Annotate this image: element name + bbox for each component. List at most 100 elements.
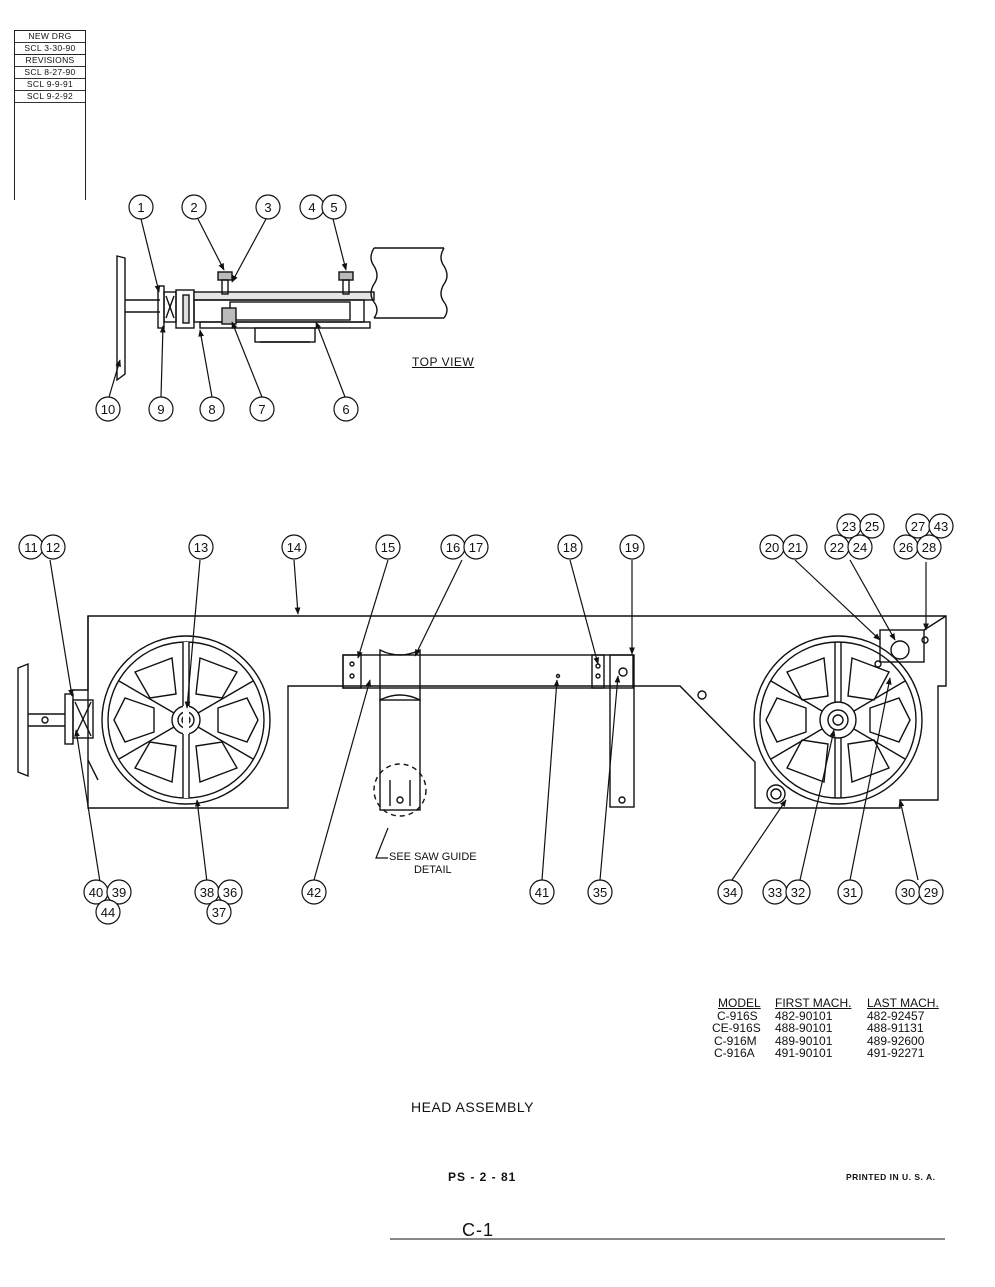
callout-9: 9 [148,396,174,422]
callout-7: 7 [249,396,275,422]
callout-32: 32 [785,879,811,905]
revision-entry: SCL 8-27-90 [15,66,85,78]
callout-23: 23 [836,513,862,539]
top-view-callouts: 1 2 3 4 5 10 9 8 7 6 [95,194,359,422]
callout-22: 22 [824,534,850,560]
callout-3: 3 [255,194,281,220]
main-view-leaders [49,559,929,883]
new-drg-heading: NEW DRG [15,30,85,42]
table-cell: 491-90101 [775,1046,833,1060]
top-view-label: TOP VIEW [412,355,475,369]
svg-text:17: 17 [469,540,483,555]
callout-38: 38 [194,879,220,905]
revisions-heading: REVISIONS [15,54,85,66]
svg-text:11: 11 [24,540,38,555]
callout-29: 29 [918,879,944,905]
svg-text:3: 3 [264,200,271,215]
svg-text:42: 42 [307,885,321,900]
svg-text:41: 41 [535,885,549,900]
callout-31: 31 [837,879,863,905]
new-drg-entry: SCL 3-30-90 [15,42,85,54]
callout-20: 20 [759,534,785,560]
svg-text:26: 26 [899,540,913,555]
callout-43: 43 [928,513,954,539]
model-table: MODEL C-916S CE-916S C-916M C-916A FIRST… [712,997,952,1067]
callout-10: 10 [95,396,121,422]
table-cell: CE-916S [712,1021,761,1035]
callout-8: 8 [199,396,225,422]
callout-18: 18 [557,534,583,560]
svg-text:27: 27 [911,519,925,534]
callout-30: 30 [895,879,921,905]
svg-text:14: 14 [287,540,301,555]
svg-text:38: 38 [200,885,214,900]
table-cell: 482-92457 [867,1008,925,1023]
callout-24: 24 [847,534,873,560]
callout-11: 11 [18,534,44,560]
callout-25: 25 [859,513,885,539]
page-number: C-1 [462,1220,495,1240]
revision-block: NEW DRG SCL 3-30-90 REVISIONS SCL 8-27-9… [14,30,86,200]
svg-text:24: 24 [853,540,867,555]
svg-text:2: 2 [190,200,197,215]
callout-19: 19 [619,534,645,560]
svg-text:5: 5 [330,200,337,215]
svg-text:1: 1 [137,200,144,215]
table-cell: 489-92600 [867,1033,925,1048]
last-mach-header: LAST MACH. [867,996,939,1010]
revision-entry: SCL 9-2-92 [15,90,85,103]
svg-text:21: 21 [788,540,802,555]
callout-12: 12 [40,534,66,560]
first-mach-header: FIRST MACH. [775,996,852,1010]
svg-text:18: 18 [563,540,577,555]
top-view-leaders [108,218,348,398]
svg-text:22: 22 [830,540,844,555]
svg-text:4: 4 [308,200,315,215]
callout-5: 5 [321,194,347,220]
callout-1: 1 [128,194,154,220]
callout-42: 42 [301,879,327,905]
printed-note: PRINTED IN U. S. A. [846,1172,936,1182]
svg-text:6: 6 [342,402,349,417]
main-view-callouts: 11 12 13 14 15 16 17 18 19 20 21 23 25 2… [18,513,954,925]
svg-text:32: 32 [791,885,805,900]
svg-text:40: 40 [89,885,103,900]
callout-21: 21 [782,534,808,560]
callout-26: 26 [893,534,919,560]
table-cell: 491-92271 [867,1046,925,1060]
svg-text:35: 35 [593,885,607,900]
table-cell: C-916S [717,1008,758,1023]
svg-text:25: 25 [865,519,879,534]
callout-17: 17 [463,534,489,560]
callout-28: 28 [916,534,942,560]
callout-13: 13 [188,534,214,560]
saw-guide-note-line2: DETAIL [413,864,452,876]
svg-text:15: 15 [381,540,395,555]
svg-text:10: 10 [101,402,115,417]
svg-text:20: 20 [765,540,779,555]
callout-33: 33 [762,879,788,905]
svg-text:19: 19 [625,540,639,555]
revision-entry: SCL 9-9-91 [15,78,85,90]
page-title: HEAD ASSEMBLY [411,1099,534,1115]
svg-text:33: 33 [768,885,782,900]
callout-15: 15 [375,534,401,560]
model-header: MODEL [718,996,761,1010]
svg-text:9: 9 [157,402,164,417]
callout-4: 4 [299,194,325,220]
last-mach-column: LAST MACH. 482-92457 488-91131 489-92600… [867,997,939,1060]
svg-text:44: 44 [101,905,115,920]
table-cell: 488-91131 [867,1021,924,1035]
table-cell: 488-90101 [775,1021,833,1035]
callout-16: 16 [440,534,466,560]
svg-text:28: 28 [922,540,936,555]
svg-text:7: 7 [258,402,265,417]
svg-text:43: 43 [934,519,948,534]
svg-text:34: 34 [723,885,737,900]
callout-35: 35 [587,879,613,905]
svg-text:29: 29 [924,885,938,900]
model-column: MODEL C-916S CE-916S C-916M C-916A [712,997,761,1060]
callout-40: 40 [83,879,109,905]
svg-text:39: 39 [112,885,126,900]
